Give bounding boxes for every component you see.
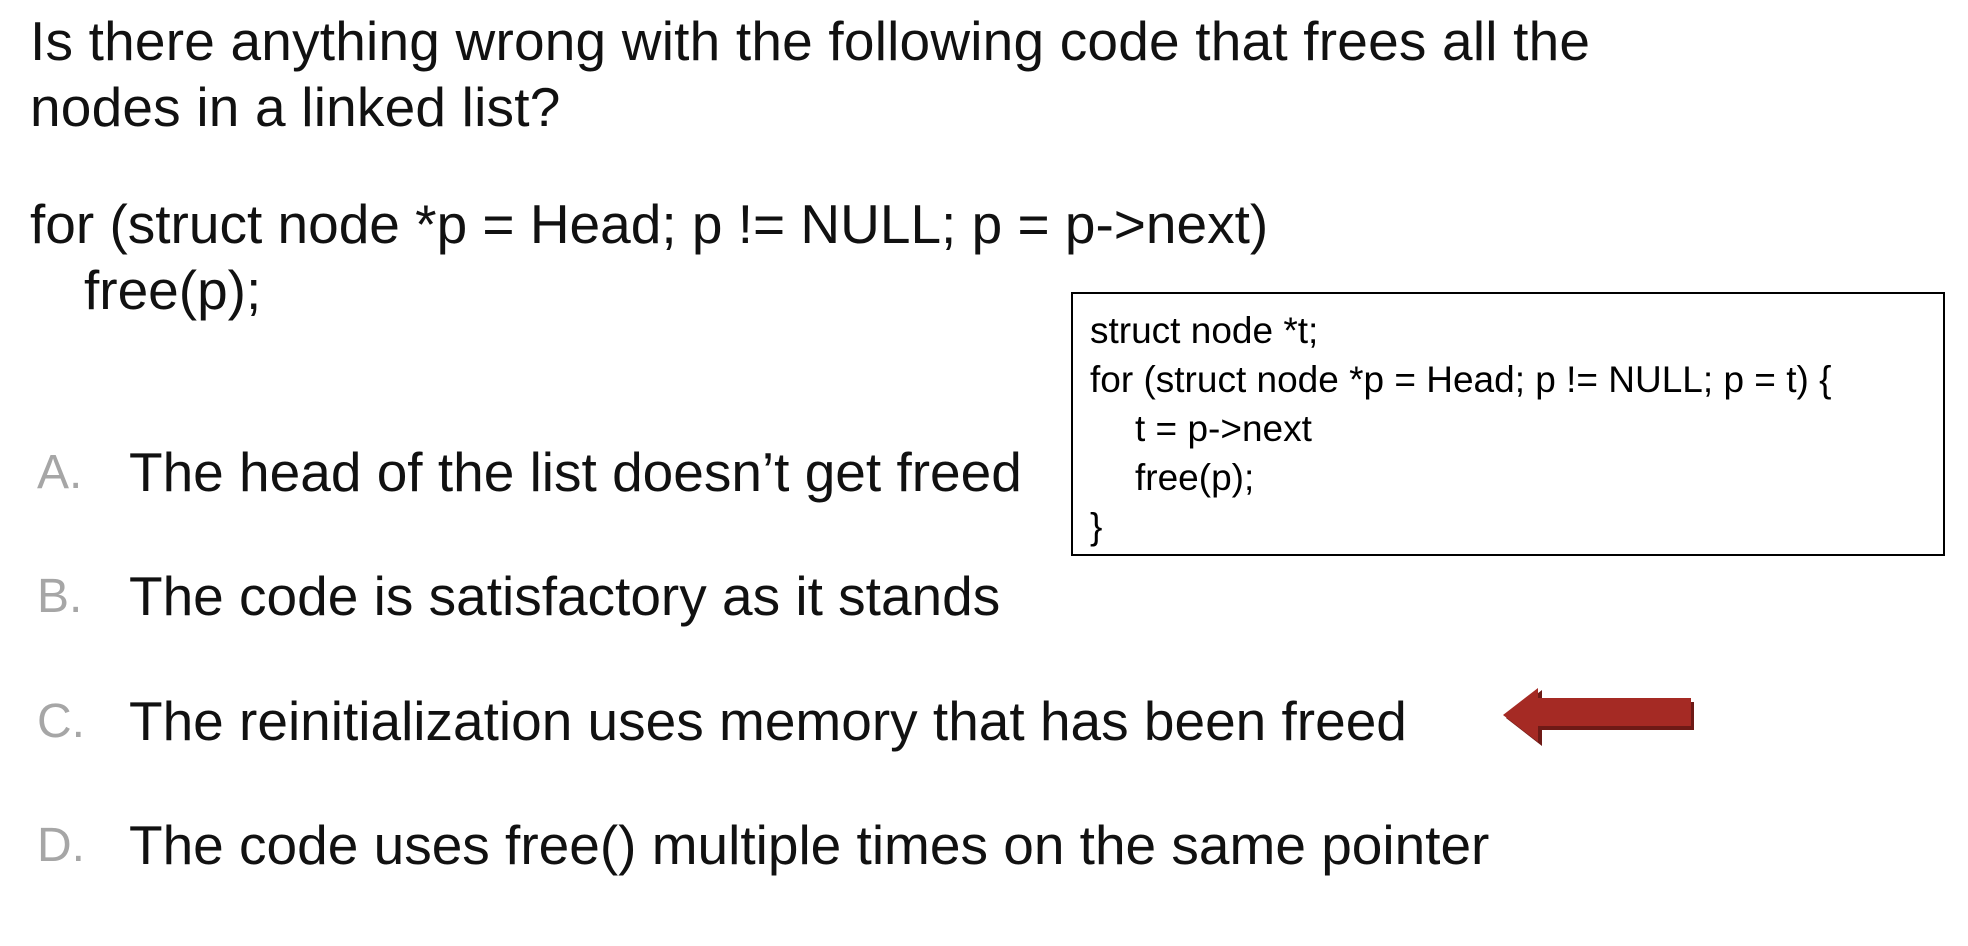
option-d: D. The code uses free() multiple times o… xyxy=(37,810,1489,880)
fix-code-line: free(p); xyxy=(1135,457,1255,498)
option-letter: D. xyxy=(37,818,85,872)
fix-code-line: struct node *t; xyxy=(1090,310,1319,351)
question-text: Is there anything wrong with the followi… xyxy=(30,10,1591,138)
option-letter: C. xyxy=(37,694,85,748)
corrected-code-box: struct node *t; for (struct node *p = He… xyxy=(1071,292,1945,556)
option-letter: B. xyxy=(37,569,83,623)
option-b: B. The code is satisfactory as it stands xyxy=(37,561,1000,631)
option-text: The head of the list doesn’t get freed xyxy=(129,441,1022,503)
code-line-for-loop: for (struct node *p = Head; p != NULL; p… xyxy=(30,193,1269,255)
option-text: The code uses free() multiple times on t… xyxy=(129,814,1490,876)
option-text: The reinitialization uses memory that ha… xyxy=(129,690,1407,752)
left-arrow-icon xyxy=(1503,688,1694,746)
option-a: A. The head of the list doesn’t get free… xyxy=(37,437,1022,507)
option-letter: A. xyxy=(37,445,83,499)
code-line-free-call: free(p); xyxy=(84,259,262,321)
fix-code-line: t = p->next xyxy=(1135,408,1312,449)
option-text: The code is satisfactory as it stands xyxy=(129,565,1001,627)
fix-code-line: for (struct node *p = Head; p != NULL; p… xyxy=(1090,359,1832,400)
option-c: C. The reinitialization uses memory that… xyxy=(37,686,1407,756)
arrow-body xyxy=(1503,688,1691,742)
fix-code-line: } xyxy=(1090,506,1103,547)
